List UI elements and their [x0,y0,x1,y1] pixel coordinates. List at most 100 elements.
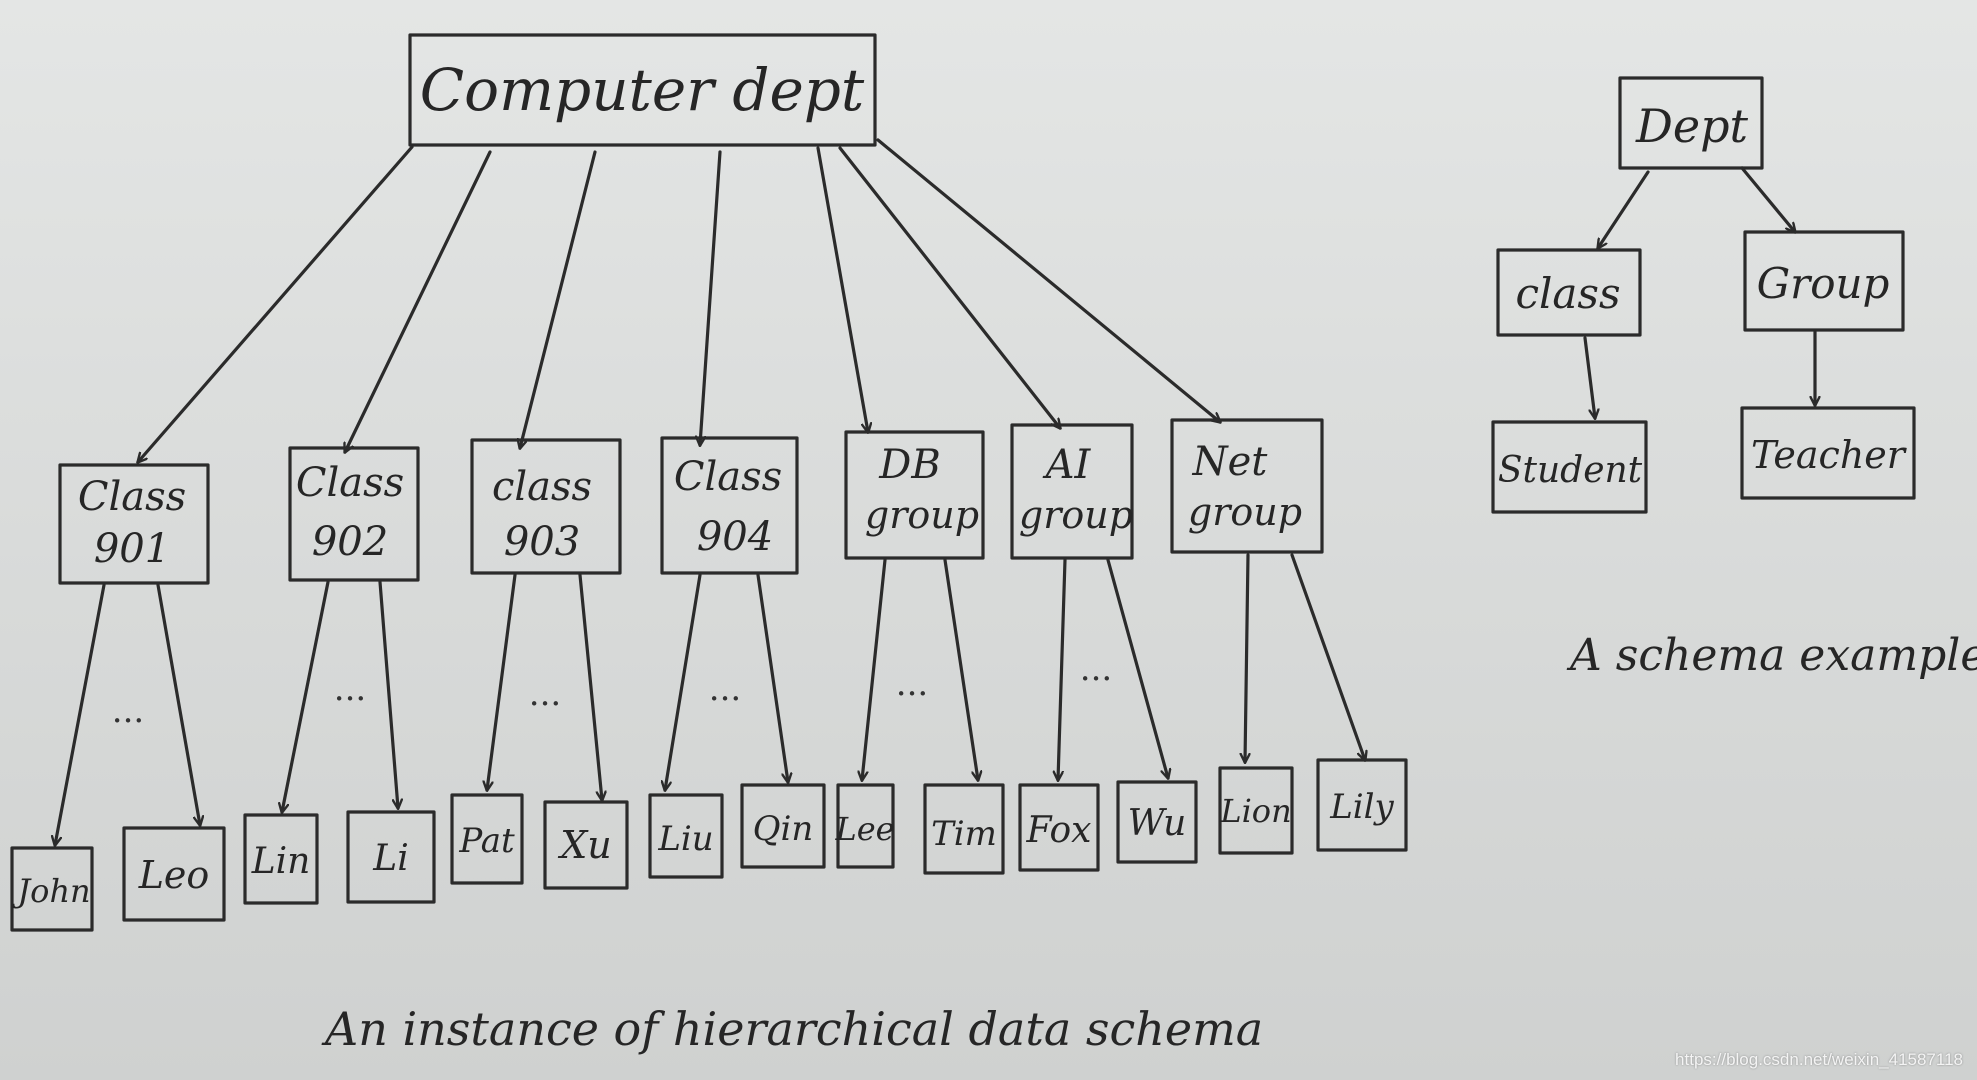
member-label: Lin [251,841,311,882]
edge-class-904-liu [665,573,702,790]
unit-node-db-group: DB group [844,430,985,560]
member-label: Lion [1219,792,1291,830]
unit-node-class-903: class 903 [470,438,622,575]
edge-root-ai-group [838,146,1060,428]
unit-node-class-904: Class 904 [660,436,799,575]
member-node-lee: Lee [834,783,895,869]
edge-root-class-902 [345,150,492,452]
unit-node-ai-group: AI group [1010,423,1134,560]
edge-class-901-leo [156,583,200,825]
edge-net-group-lion [1245,553,1248,762]
unit-label-line-2: group [865,493,979,537]
member-label: Leo [138,853,210,897]
member-label: Li [372,838,408,879]
schema-left-leaf-label: Student [1498,450,1643,491]
unit-label-line-2: 903 [504,519,580,565]
unit-label-line-1: Class [674,454,782,500]
unit-label-line-1: Net [1192,439,1269,485]
edge-class-903-xu [578,573,602,800]
member-node-qin: Qin [740,783,826,869]
member-label: Wu [1128,803,1187,844]
ellipsis-ai-group: ... [1080,649,1112,689]
ellipsis-db-group: ... [896,664,928,704]
member-edges [55,553,1365,845]
member-node-lily: Lily [1316,758,1408,852]
member-label: Lily [1329,787,1394,827]
schema-node-class: class [1496,248,1642,337]
schema-node-group: Group [1743,230,1905,332]
unit-label-line-1: AI [1042,442,1092,488]
unit-label-line-2: 901 [94,526,170,572]
unit-label-line-1: Class [78,474,186,520]
root-edges [138,138,1220,462]
member-node-li: Li [346,810,436,904]
edge-ai-group-wu [1106,558,1168,778]
ellipsis-class-904: ... [709,669,741,709]
edge-root-net-group [876,138,1220,422]
unit-label-line-1: class [492,464,592,510]
member-node-fox: Fox [1018,783,1100,872]
member-label: Pat [458,821,515,861]
edge-ai-group-fox [1058,558,1067,780]
root-node-box [408,33,877,147]
schema-node-student: Student [1491,420,1648,514]
edge-class-student [1583,336,1595,418]
member-node-liu: Liu [648,793,724,879]
schema-caption: A schema example [1566,630,1977,681]
member-node-john: John [10,846,94,932]
schema-right-leaf-label: Teacher [1751,433,1908,477]
member-node-xu: Xu [543,800,629,890]
member-node-leo: Leo [122,826,226,922]
edge-class-903-pat [487,573,517,790]
edge-class-904-qin [756,573,788,782]
unit-label-line-1: Class [296,460,404,506]
unit-node-class-901: Class 901 [58,463,210,585]
member-label: Tim [931,814,997,854]
member-node-wu: Wu [1116,780,1198,864]
unit-label-line-2: 904 [697,514,773,560]
edge-class-902-li [378,580,398,808]
unit-node-class-902: Class 902 [288,446,420,582]
member-label: Xu [557,823,612,867]
edge-class-901-john [55,583,106,845]
edge-root-class-901 [138,145,414,462]
root-node-label: Computer dept [420,56,865,124]
unit-nodes: Class 901 Class 902 class 903 Class 904 [58,418,1324,585]
watermark-url: https://blog.csdn.net/weixin_41587118 [1675,1050,1963,1069]
schema-left-child-label: class [1515,269,1620,318]
unit-label-line-2: 902 [312,519,388,565]
member-nodes: John Leo Lin Li Pat [10,758,1408,932]
edge-dept-class [1598,170,1650,248]
edge-root-class-903 [520,150,597,448]
schema-node-dept: Dept [1618,76,1764,170]
member-label: John [11,872,90,910]
schema-right-child-label: Group [1757,259,1890,308]
unit-node-net-group: Net group [1170,418,1324,554]
member-node-pat: Pat [450,793,524,885]
instance-tree: Computer dept Class 901 [10,33,1408,1056]
edge-net-group-lily [1290,553,1365,760]
member-label: Liu [657,819,713,859]
ellipsis-class-903: ... [529,674,561,714]
ellipsis-class-902: ... [334,669,366,709]
member-label: Qin [753,809,814,849]
member-node-lin: Lin [243,813,319,905]
edge-db-group-lee [862,558,887,780]
member-label: Lee [834,810,894,848]
edge-root-class-904 [700,150,722,445]
member-node-tim: Tim [923,783,1005,875]
edge-dept-group [1740,166,1795,232]
edge-root-db-group [816,146,868,432]
unit-label-line-2: group [1019,493,1133,537]
edge-db-group-tim [943,558,978,780]
instance-caption: An instance of hierarchical data schema [321,1002,1263,1056]
edge-class-902-lin [282,580,330,812]
schema-node-teacher: Teacher [1740,406,1916,500]
member-label: Fox [1026,810,1092,851]
unit-label-line-2: group [1188,490,1302,534]
ellipsis-marks: ... ... ... ... ... ... [112,649,1112,731]
ellipsis-class-901: ... [112,691,144,731]
member-node-lion: Lion [1218,766,1294,855]
